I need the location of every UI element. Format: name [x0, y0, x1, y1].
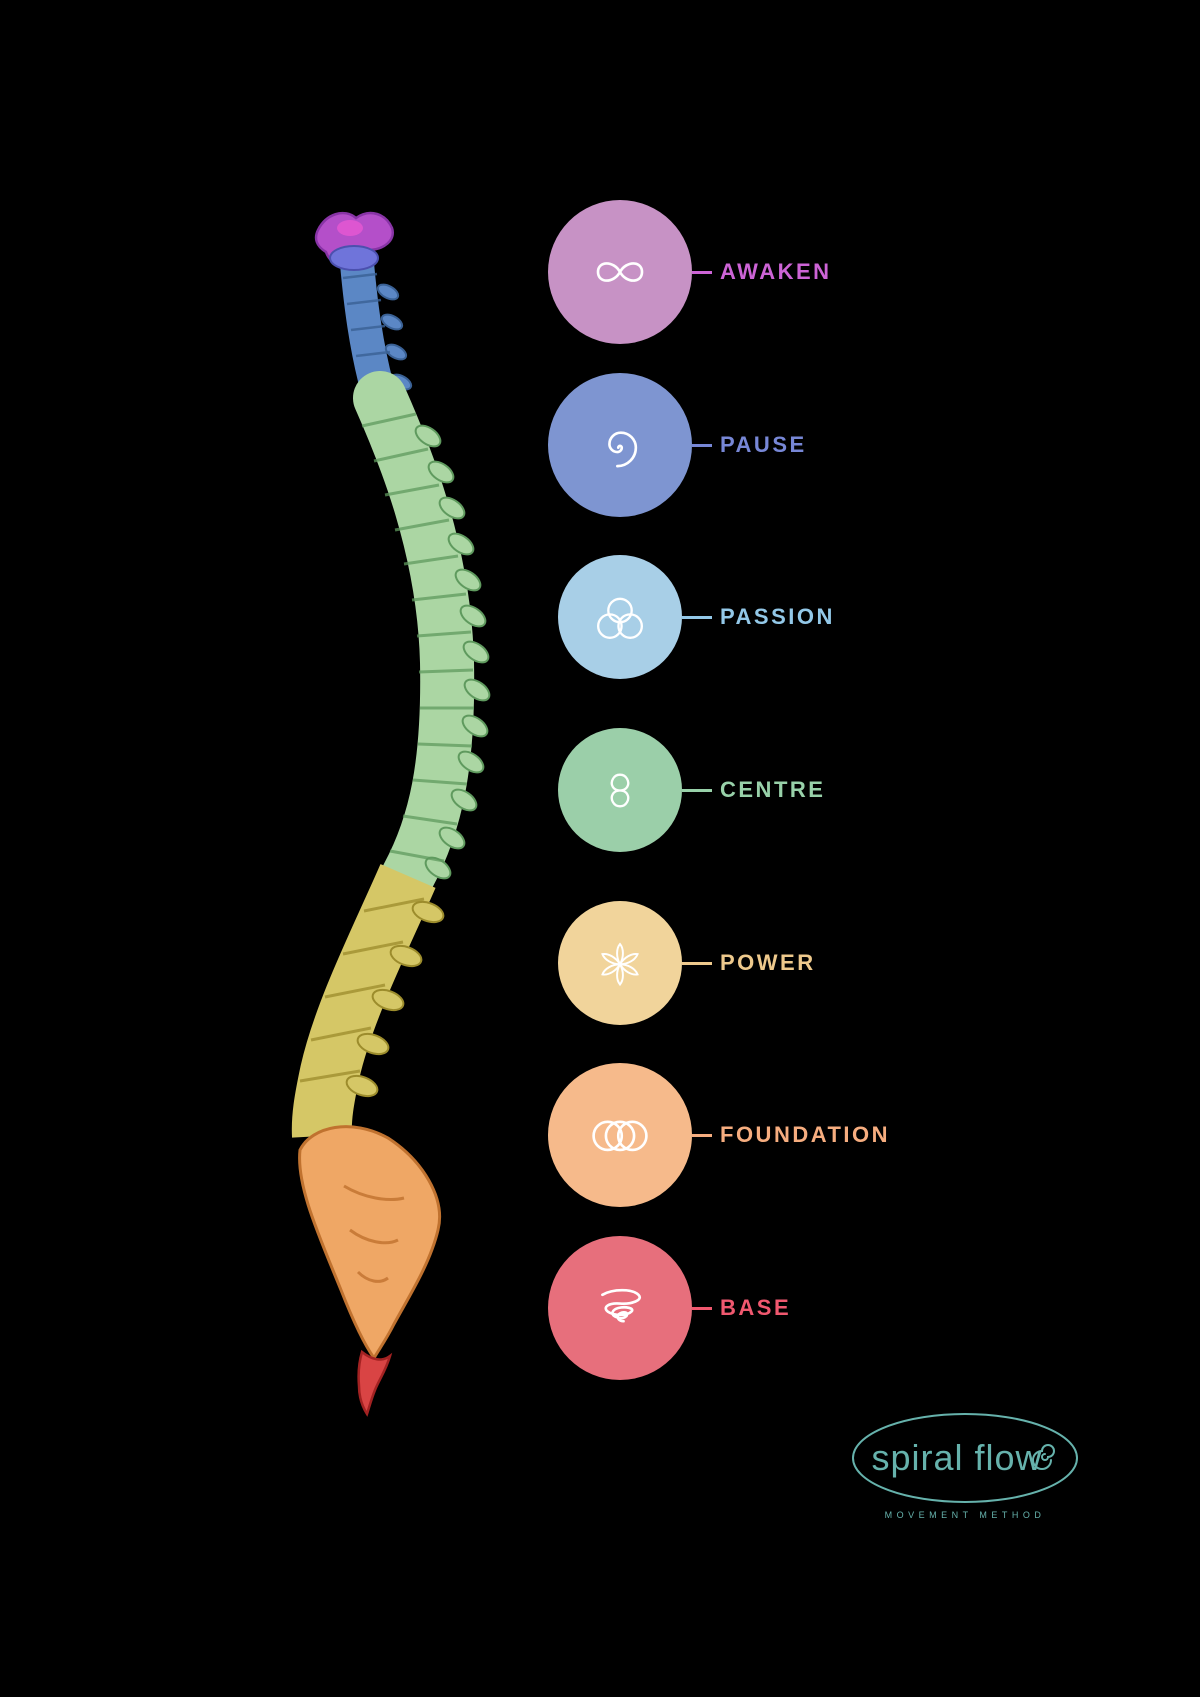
spiral-flow-logo: spiral flow MOVEMENT METHOD: [852, 1413, 1078, 1520]
spine-axis: [329, 245, 379, 271]
chakra-row-centre: CENTRE: [548, 728, 825, 852]
infinity-icon: [596, 262, 644, 282]
spine-sacrum: [298, 1125, 441, 1361]
figure-eight-icon: [610, 773, 630, 807]
awaken-label: AWAKEN: [720, 259, 832, 284]
connector-line: [682, 788, 712, 792]
chakra-row-pause: PAUSE: [548, 373, 807, 517]
foundation-label: FOUNDATION: [720, 1122, 891, 1147]
chakra-row-passion: PASSION: [548, 555, 835, 679]
spine-lumbar-body: [291, 864, 436, 1138]
awaken-circle: [548, 200, 692, 344]
base-label: BASE: [720, 1295, 792, 1320]
spine-lumbar-processes: [345, 900, 445, 1098]
spine-atlas-highlight: [337, 220, 363, 236]
chakra-row-foundation: FOUNDATION: [548, 1063, 890, 1207]
passion-circle: [558, 555, 682, 679]
pause-circle: [548, 373, 692, 517]
connector-line: [692, 1133, 712, 1137]
logo-title: spiral flow: [871, 1437, 1042, 1478]
logo-subtitle: MOVEMENT METHOD: [885, 1510, 1046, 1520]
triquetra-icon: [596, 597, 644, 639]
base-circle: [548, 1236, 692, 1380]
tornado-icon: [601, 1288, 641, 1323]
connector-line: [692, 270, 712, 274]
connector-line: [682, 961, 712, 965]
flower-icon: [601, 941, 639, 986]
brand-logo: spiral flow MOVEMENT METHOD: [845, 1408, 1085, 1528]
logo-spiral-icon: [1032, 1444, 1055, 1470]
connector-line: [692, 1306, 712, 1310]
spine-thoracic-processes: [414, 424, 491, 880]
connector-line: [692, 443, 712, 447]
centre-label: CENTRE: [720, 777, 826, 802]
chakra-row-awaken: AWAKEN: [548, 200, 832, 344]
spiral-icon: [608, 431, 638, 468]
spine-coccyx: [357, 1349, 393, 1417]
spine-lumbar-segments: [299, 897, 425, 1083]
spine-sacrum-segments: [343, 1184, 405, 1283]
centre-circle: [558, 728, 682, 852]
overlapping-circles-icon: [592, 1120, 648, 1152]
passion-label: PASSION: [720, 604, 835, 629]
foundation-circle: [548, 1063, 692, 1207]
chakra-row-base: BASE: [548, 1236, 791, 1380]
power-label: POWER: [720, 950, 816, 975]
pause-label: PAUSE: [720, 432, 807, 457]
spine-thoracic-segments: [361, 412, 474, 863]
power-circle: [558, 901, 682, 1025]
connector-line: [682, 615, 712, 619]
chakra-row-power: POWER: [548, 901, 816, 1025]
logo-ellipse: [852, 1413, 1078, 1503]
